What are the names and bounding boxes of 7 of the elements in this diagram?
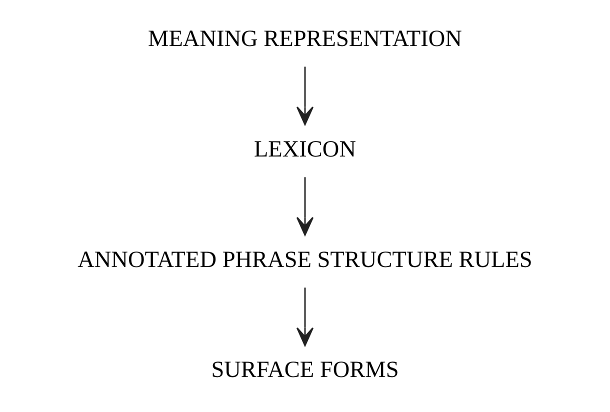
node-text: ANNOTATED PHRASE STRUCTURE RULES <box>78 246 532 273</box>
arrow <box>296 288 314 346</box>
node-text: SURFACE FORMS <box>211 357 399 384</box>
arrow <box>296 66 314 126</box>
arrow <box>296 177 314 236</box>
node-text: MEANING REPRESENTATION <box>148 26 462 52</box>
node-text: LEXICON <box>254 136 356 162</box>
